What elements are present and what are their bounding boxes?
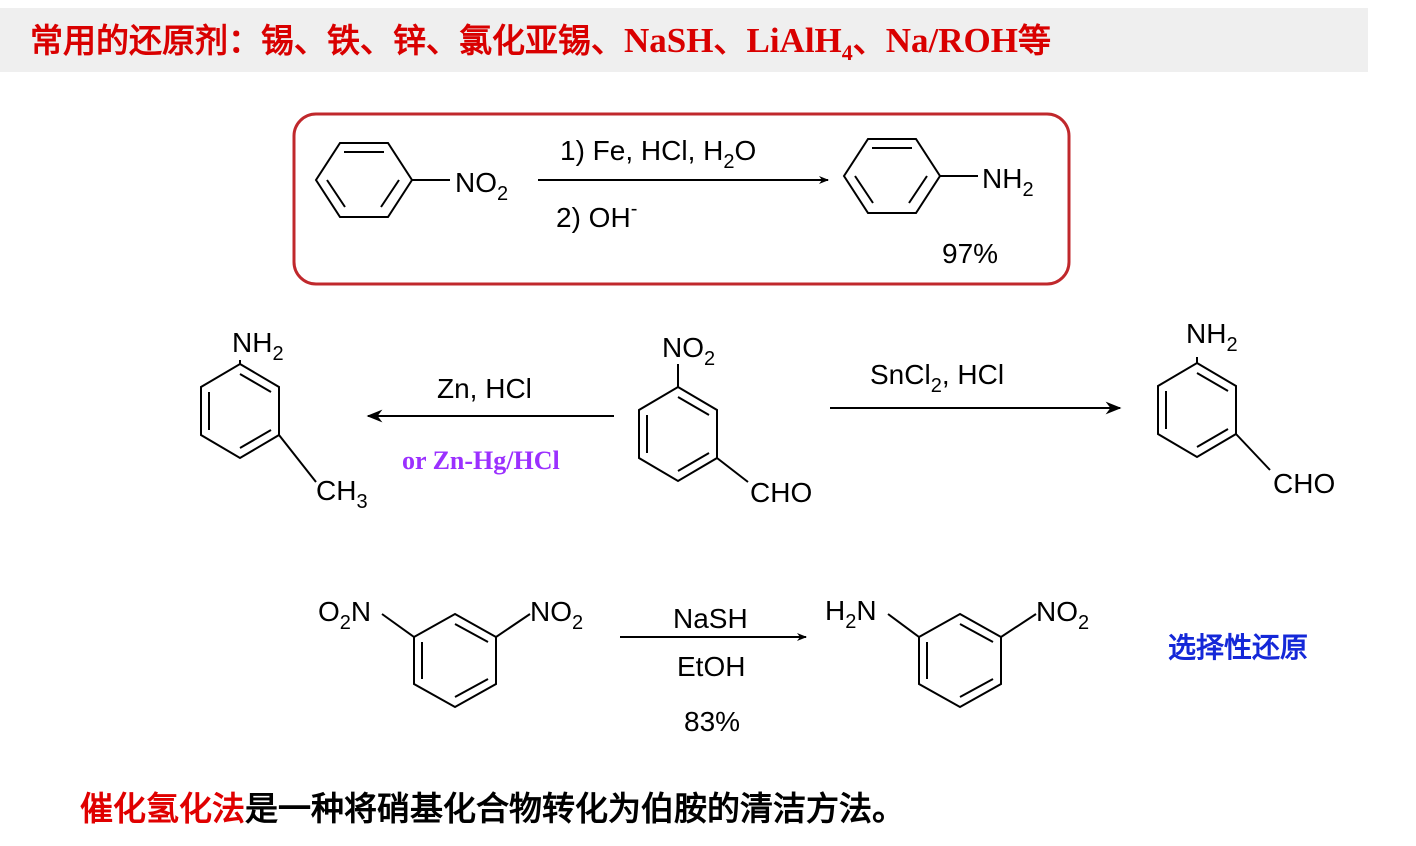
nitroaniline-ring <box>887 612 1037 709</box>
reaction3-left-nitro: O2N <box>318 596 371 634</box>
reaction3-product-nitro: NO2 <box>1036 596 1089 634</box>
bottom-statement: 催化氢化法是一种将硝基化合物转化为伯胺的清洁方法。 <box>80 782 905 830</box>
reaction3-solvent: EtOH <box>677 651 745 682</box>
title-suffix: 等 <box>1018 21 1051 60</box>
title-prefix: 常用的还原剂：锡、铁、锌、氯化亚锡、 <box>30 21 624 60</box>
reaction1-box <box>292 112 1071 286</box>
toluidine-ring <box>200 360 317 483</box>
reaction3-reagent: NaSH <box>673 603 748 634</box>
reaction3-yield: 83% <box>684 706 740 737</box>
reaction3-right-nitro: NO2 <box>530 596 583 634</box>
reaction2-left-condition: Zn, HCl <box>437 373 532 404</box>
aminobenzaldehyde-ring <box>1157 357 1271 471</box>
center-aldehyde-group: CHO <box>750 477 812 508</box>
left-amine-group: NH2 <box>232 327 284 365</box>
title-sep1: 、 <box>713 21 747 60</box>
dinitrobenzene-ring <box>381 612 531 709</box>
reaction1-reactant-group: NO2 <box>455 167 508 205</box>
selective-reduction-label: 选择性还原 <box>1168 631 1309 664</box>
nitrobenzene-ring <box>314 142 450 218</box>
reaction1-condition-1: 1) Fe, HCl, H2O <box>560 135 756 173</box>
center-nitro-group: NO2 <box>662 332 715 370</box>
page-title: 常用的还原剂：锡、铁、锌、氯化亚锡、NaSH、LiAlH4、Na/ROH等 <box>30 14 1051 64</box>
reaction1-condition-2: 2) OH- <box>556 198 637 233</box>
aniline-ring <box>842 138 978 214</box>
reaction1-product-group: NH2 <box>982 163 1034 201</box>
bottom-highlight: 催化氢化法 <box>80 789 245 828</box>
title-lialh: LiAlH4 <box>746 21 852 64</box>
title-lialh-main: LiAlH <box>746 21 842 60</box>
nitrobenzaldehyde-ring <box>638 364 749 483</box>
reaction2-right-condition: SnCl2, HCl <box>870 359 1004 397</box>
title-nash: NaSH <box>624 21 714 60</box>
reaction3-amine-group: H2N <box>825 595 877 633</box>
right-amine-group: NH2 <box>1186 318 1238 356</box>
bottom-rest: 是一种将硝基化合物转化为伯胺的清洁方法。 <box>245 789 905 828</box>
right-aldehyde-group: CHO <box>1273 468 1335 499</box>
title-sep2: 、 <box>852 21 886 60</box>
left-methyl-group: CH3 <box>316 475 368 513</box>
title-lialh-sub: 4 <box>841 40 853 65</box>
title-band <box>0 8 1368 72</box>
title-naroh: Na/ROH <box>885 21 1018 60</box>
reaction1-yield: 97% <box>942 238 998 269</box>
reaction2-left-condition-alt: or Zn-Hg/HCl <box>402 446 560 475</box>
